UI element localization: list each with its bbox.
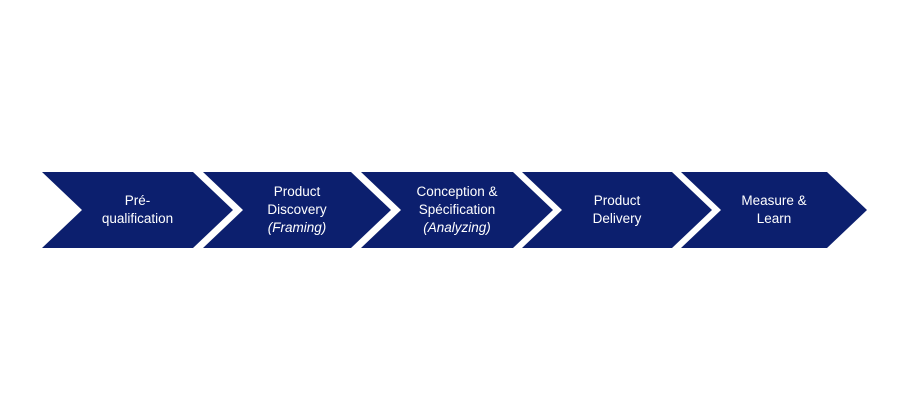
step-5-line-2: Learn	[756, 211, 792, 226]
chevron-step-2	[203, 172, 391, 248]
step-5-label: Measure & Learn	[721, 172, 827, 248]
step-5-line-1: Measure &	[741, 193, 807, 208]
step-2-label: Product Discovery (Framing)	[243, 172, 351, 248]
step-3-label: Conception & Spécification (Analyzing)	[401, 172, 513, 248]
step-3-italic: (Analyzing)	[423, 220, 491, 235]
step-3-line-2: Spécification	[418, 202, 496, 217]
step-2-line-1: Product	[273, 184, 321, 199]
chevron-step-4	[522, 172, 712, 248]
step-2-italic: (Framing)	[267, 220, 327, 235]
step-1-line-2: qualification	[101, 211, 174, 226]
step-1-line-1: Pré-	[124, 193, 151, 208]
step-4-line-1: Product	[593, 193, 641, 208]
chevron-step-5	[681, 172, 867, 248]
step-2-line-2: Discovery	[267, 202, 327, 217]
step-1-label: Pré- qualification	[82, 172, 193, 248]
chevron-step-3	[361, 172, 553, 248]
chevron-step-1	[42, 172, 233, 248]
step-4-line-2: Delivery	[592, 211, 642, 226]
step-4-label: Product Delivery	[562, 172, 672, 248]
step-3-line-1: Conception &	[416, 184, 498, 199]
